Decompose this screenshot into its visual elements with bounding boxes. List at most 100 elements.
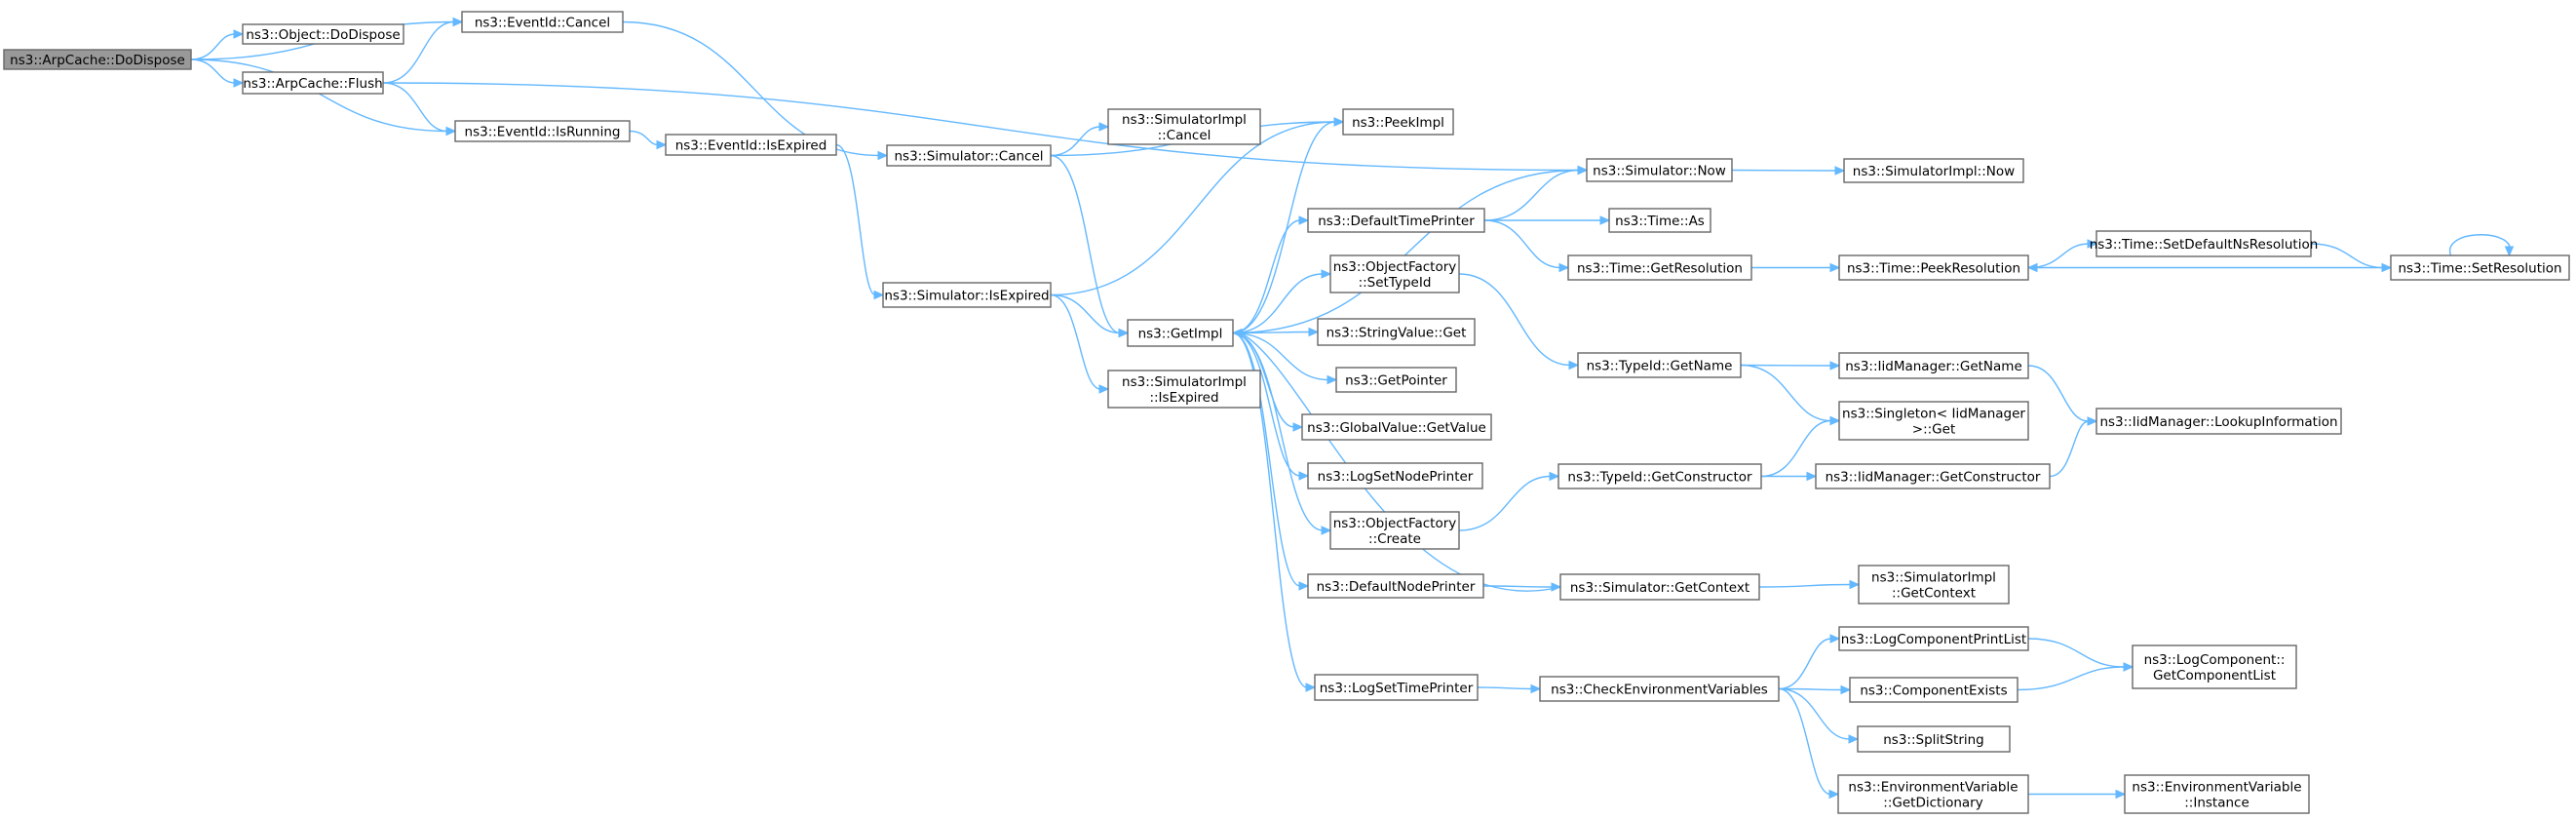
node-label: ns3::Object::DoDispose [246,27,400,43]
edge-line [1778,638,1832,690]
node-label: ns3::Time::As [1615,214,1705,229]
node-label: ns3::GetPointer [1345,373,1447,389]
node-defaultnodeprinter[interactable]: ns3::DefaultNodePrinter [1307,573,1484,599]
node-typeid_getname[interactable]: ns3::TypeId::GetName [1577,352,1742,378]
node-box [882,282,1052,308]
edge-line [1232,219,1301,334]
node-logcomponentprintlist[interactable]: ns3::LogComponentPrintList [1838,626,2029,651]
node-typeid_getconstructor[interactable]: ns3::TypeId::GetConstructor [1557,463,1762,489]
node-iidmanager_lookup[interactable]: ns3::IidManager::LookupInformation [2095,408,2342,435]
node-box [242,71,384,95]
node-label: ns3::ComponentExists [1860,683,2007,699]
node-box [1567,254,1752,281]
node-arpcache_flush[interactable]: ns3::ArpCache::Flush [242,71,384,95]
edge-line [1760,419,1832,478]
node-label: ns3::ObjectFactory [1333,516,1457,531]
node-object_dodispose[interactable]: ns3::Object::DoDispose [242,23,404,45]
node-checkenvvars[interactable]: ns3::CheckEnvironmentVariables [1539,676,1780,702]
node-time_getresolution[interactable]: ns3::Time::GetResolution [1567,254,1752,281]
node-box [1608,208,1711,233]
node-label: ns3::TypeId::GetConstructor [1567,470,1752,486]
node-label: ns3::EnvironmentVariable [2132,780,2301,796]
edge-arrowhead [1599,215,1611,225]
node-logsettimeprinter[interactable]: ns3::LogSetTimePrinter [1314,674,1479,701]
edge-arrowhead [1321,526,1332,535]
node-simulator_isexpired[interactable]: ns3::Simulator::IsExpired [882,282,1052,308]
edge-defaulttimeprinter-to-time_getresolution [1483,219,1570,273]
node-arpcache_dodispose[interactable]: ns3::ArpCache::DoDispose [3,49,192,70]
node-eventid_isrunning[interactable]: ns3::EventId::IsRunning [454,120,631,142]
edge-line [1483,169,1580,221]
node-simimpl_getcontext[interactable]: ns3::SimulatorImpl::GetContext [1858,565,2010,605]
node-time_setresolution[interactable]: ns3::Time::SetResolution [2390,254,2570,281]
node-stringvalue_get[interactable]: ns3::StringValue::Get [1317,318,1476,346]
node-objfactory_settypeid[interactable]: ns3::ObjectFactory::SetTypeId [1329,254,1460,293]
edge-line [1050,293,1121,334]
node-simimpl_cancel[interactable]: ns3::SimulatorImpl::Cancel [1107,108,1261,145]
node-singleton_get[interactable]: ns3::Singleton< IidManager >::Get [1838,401,2029,441]
node-label: ns3::Time::SetDefaultNsResolution [2090,237,2319,253]
node-time_setdefaultns[interactable]: ns3::Time::SetDefaultNsResolution [2090,230,2319,257]
edge-line [1232,169,1580,334]
node-box [1857,725,2011,753]
node-splitstring[interactable]: ns3::SplitString [1857,725,2011,753]
node-componentexists[interactable]: ns3::ComponentExists [1849,677,2019,703]
node-envvar_getdictionary[interactable]: ns3::EnvironmentVariable::GetDictionary [1837,774,2029,814]
node-peekimpl[interactable]: ns3::PeekImpl [1342,108,1454,136]
node-envvar_instance[interactable]: ns3::EnvironmentVariable::Instance [2124,774,2310,814]
node-label: ns3::Time::SetResolution [2398,261,2561,277]
edge-arrowhead [1321,269,1332,279]
edge-simulator_getcontext-to-simimpl_getcontext [1758,579,1861,590]
node-logsetnodeprinter[interactable]: ns3::LogSetNodePrinter [1307,462,1483,489]
edge-arrowhead [452,17,464,27]
node-label: ns3::Simulator::IsExpired [884,289,1049,304]
edge-line [1050,154,1121,334]
edge-line [382,20,455,84]
node-box [1329,511,1460,550]
node-defaulttimeprinter[interactable]: ns3::DefaultTimePrinter [1307,208,1485,233]
edge-line [1232,332,1308,688]
node-time_peekresolution[interactable]: ns3::Time::PeekResolution [1838,254,2029,281]
node-eventid_isexpired[interactable]: ns3::EventId::IsExpired [665,134,837,156]
node-label: ::GetDictionary [1883,796,1982,811]
edge-line [1232,332,1301,477]
node-label: ::SetTypeId [1359,275,1432,291]
node-box [1837,774,2029,814]
edge-objfactory_settypeid-to-typeid_getname [1458,273,1580,371]
node-getpointer[interactable]: ns3::GetPointer [1335,367,1457,393]
node-simulator_cancel[interactable]: ns3::Simulator::Cancel [886,144,1052,167]
node-time_as[interactable]: ns3::Time::As [1608,208,1711,233]
node-label: ns3::Time::PeekResolution [1847,261,2020,277]
node-box [1314,674,1479,701]
node-box [1127,319,1234,347]
node-simulator_now[interactable]: ns3::Simulator::Now [1586,158,1733,182]
edge-defaulttimeprinter-to-simulator_now [1483,165,1589,221]
node-simulator_getcontext[interactable]: ns3::Simulator::GetContext [1559,573,1760,601]
edge-arpcache_flush-to-eventid_cancel [382,17,464,84]
edge-simulator_isexpired-to-simimpl_isexpired [1050,293,1110,394]
edge-checkenvvars-to-logcomponentprintlist [1778,634,1841,690]
node-eventid_cancel[interactable]: ns3::EventId::Cancel [461,11,624,33]
node-label: ns3::LogComponent:: [2144,652,2286,668]
node-getimpl[interactable]: ns3::GetImpl [1127,319,1234,347]
node-box [1838,401,2029,441]
edge-line [1458,475,1552,531]
node-simimpl_isexpired[interactable]: ns3::SimulatorImpl::IsExpired [1107,370,1261,409]
edge-line [190,59,236,84]
node-iidmanager_getconstructor[interactable]: ns3::IidManager::GetConstructor [1815,463,2051,489]
edge-getimpl-to-defaultnodeprinter [1232,332,1310,591]
node-iidmanager_getname[interactable]: ns3::IidManager::GetName [1838,352,2029,379]
node-objfactory_create[interactable]: ns3::ObjectFactory::Create [1329,511,1460,550]
node-simimpl_now[interactable]: ns3::SimulatorImpl::Now [1843,158,2024,183]
node-logcomponent_getlist[interactable]: ns3::LogComponent::GetComponentList [2132,644,2297,689]
edge-arrowhead [1568,360,1580,371]
edge-checkenvvars-to-envvar_getdictionary [1778,687,1840,800]
edge-arrowhead [233,29,245,39]
node-globalvalue_getvalue[interactable]: ns3::GlobalValue::GetValue [1301,413,1492,441]
edge-arpcache_dodispose-to-object_dodispose [190,29,245,60]
node-box [1342,108,1454,136]
edge-line [1240,332,1561,592]
node-label: ns3::PeekImpl [1352,115,1444,131]
node-box [2095,408,2342,435]
edge-line [382,82,448,133]
